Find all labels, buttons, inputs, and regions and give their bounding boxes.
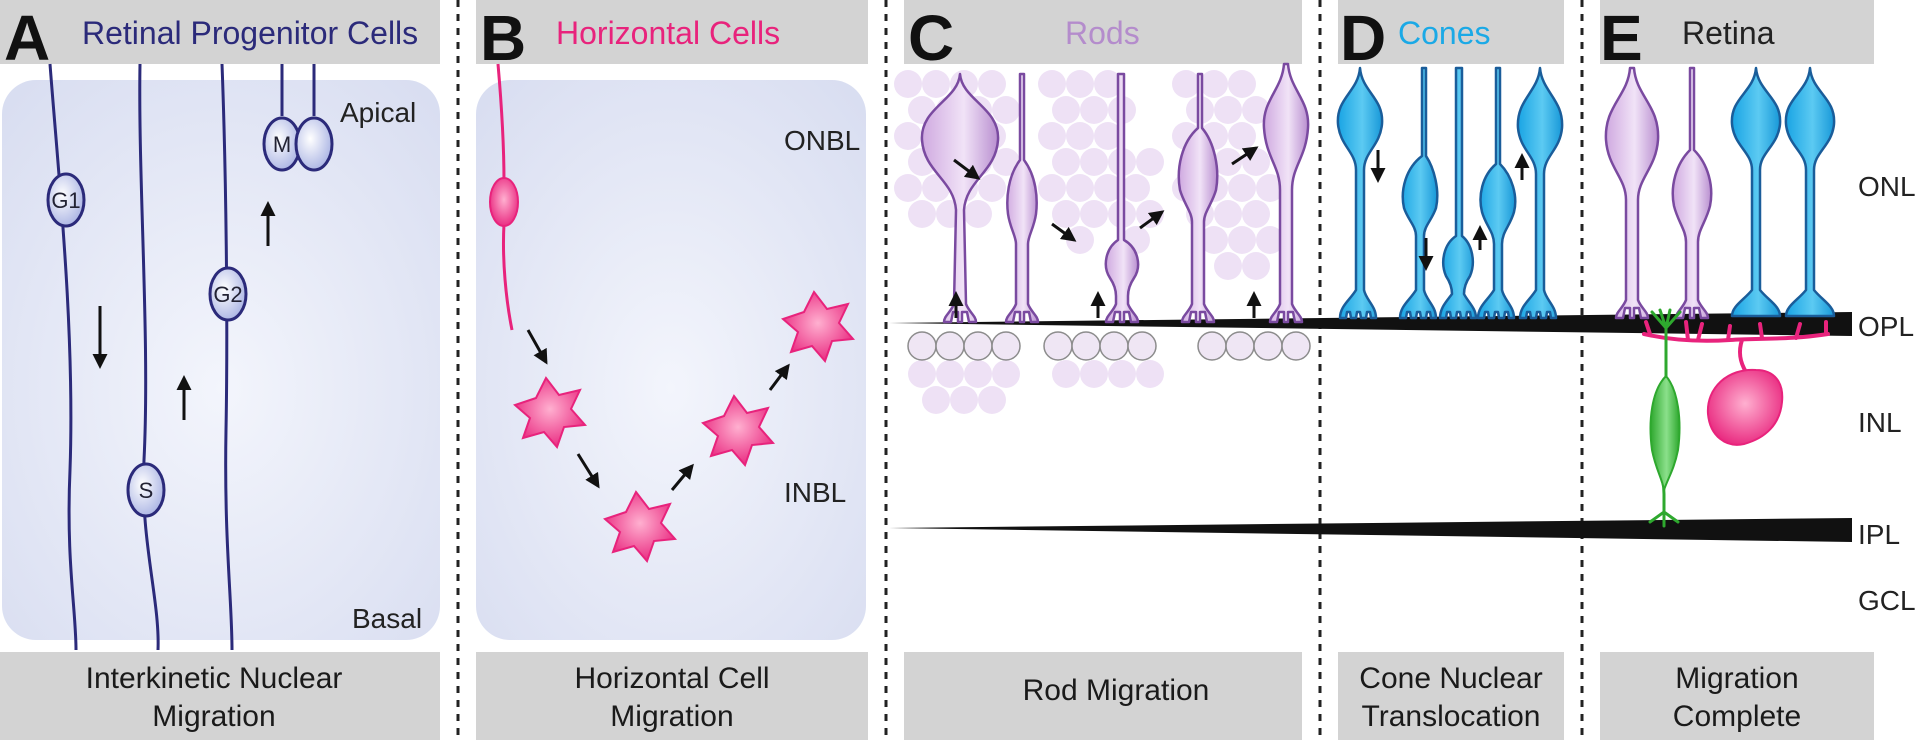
arrow-c4 [953,158,981,180]
arrow-c6 [1139,210,1165,230]
arrow-c5 [1051,222,1077,242]
caption-a-line1: Interkinetic Nuclear [86,662,343,695]
nucleus-g2 [208,266,248,322]
horizontal-cell-2 [603,490,678,563]
horizontal-cell-3 [701,394,776,467]
rod-c3 [1104,72,1140,324]
header-bar-d [1338,0,1564,64]
phase-label-m: M [273,132,291,157]
nucleus-s [126,462,166,518]
horizontal-cell-soma-e [1706,368,1784,446]
arrow-b1 [526,329,548,365]
panel-letter-d: D [1340,2,1386,74]
rod-e2 [1671,66,1713,320]
panel-b-diagram: ONBL INBL [476,63,866,640]
panel-c-diagram [894,62,1311,414]
caption-c-line1: Rod Migration [1023,674,1210,707]
layer-wedges [886,312,1852,542]
caption-bar-a [0,652,440,740]
cone-d4 [1476,66,1517,320]
cone-d5 [1516,66,1564,320]
layer-label-onl: ONL [1858,171,1916,202]
arrow-b4 [768,363,790,391]
bipolar-cell [1649,374,1681,491]
caption-bar-e [1600,652,1874,740]
header-bar-a [0,0,440,64]
layer-label-gcl: GCL [1858,585,1916,616]
phase-label-g2: G2 [213,282,242,307]
cone-d1 [1336,66,1384,320]
arrow-c7 [1231,146,1259,166]
phase-label-g1: G1 [51,188,80,213]
nucleus-m-right [294,116,334,172]
caption-d-line1: Cone Nuclear [1359,662,1542,695]
rod-c1 [920,72,1000,324]
apical-label: Apical [340,97,416,128]
onbl-label: ONBL [784,125,860,156]
cone-e2 [1784,66,1836,318]
caption-b-line1: Horizontal Cell [574,662,769,695]
horizontal-cell-4 [781,290,856,363]
caption-a-line2: Migration [152,700,275,733]
caption-e-line2: Complete [1673,700,1801,733]
panel-title-d: Cones [1398,15,1491,51]
caption-e-line1: Migration [1675,662,1798,695]
rod-e1 [1604,66,1660,320]
header-bar-c [904,0,1302,64]
header-bars [0,0,1874,64]
layer-label-opl: OPL [1858,311,1914,342]
panel-letter-e: E [1600,2,1643,74]
neuroepithelium-b [476,80,866,640]
panel-d-diagram [1336,66,1564,320]
cone-e1 [1730,66,1782,318]
caption-bar-c [904,652,1302,740]
nucleus-g1 [46,172,86,228]
panel-letter-a: A [4,2,50,74]
panel-title-b: Horizontal Cells [556,15,780,51]
caption-bar-d [1338,652,1564,740]
opl-wedge [886,312,1852,336]
panel-letter-b: B [480,2,526,74]
rod-c5 [1262,62,1310,324]
horizontal-process [496,63,514,331]
header-bar-e [1600,0,1874,64]
ipl-wedge [886,518,1852,542]
inbl-label: INBL [784,477,846,508]
panel-letter-c: C [908,2,954,74]
rod-nuclei-opl-row [907,331,1311,361]
horizontal-cell-processes [1642,320,1830,374]
progenitor-process-3 [220,63,234,651]
phase-label-s: S [139,478,154,503]
rod-c2 [1004,72,1040,324]
caption-bar-b [476,652,868,740]
panel-title-c: Rods [1065,15,1140,51]
layer-label-ipl: IPL [1858,519,1900,550]
panel-title-e: Retina [1682,15,1775,51]
arrow-b2 [576,453,600,489]
panel-title-a: Retinal Progenitor Cells [82,15,418,51]
basal-label: Basal [352,603,422,634]
caption-bars [0,652,1874,740]
layer-label-inl: INL [1858,407,1902,438]
caption-b-line2: Migration [610,700,733,733]
horizontal-cell-1 [513,376,588,449]
progenitor-process-2 [138,63,160,651]
cone-d3 [1438,66,1478,320]
panel-dividers [456,0,1584,740]
header-bar-b [476,0,868,64]
caption-d-line2: Translocation [1362,700,1541,733]
cone-d2 [1398,66,1439,320]
panel-a-diagram: G1 S G2 M Apical Basal [2,63,440,651]
panel-e-diagram [1604,66,1836,528]
arrow-b3 [670,463,694,491]
horizontal-nucleus [489,177,519,227]
progenitor-process-1 [48,63,78,651]
neuroepithelium-a [2,80,440,640]
rod-c4 [1177,72,1219,324]
